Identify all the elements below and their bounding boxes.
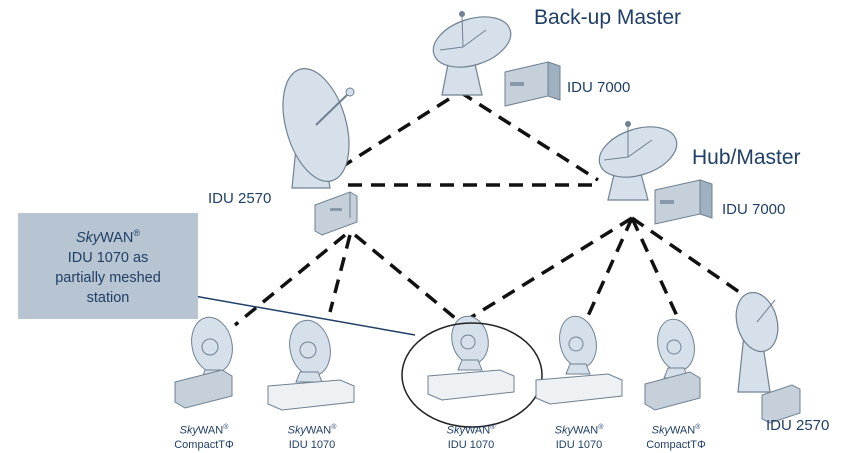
- link-idu2570-station3: [353, 233, 457, 320]
- station-3-label: SkyWAN® IDU 1070: [446, 424, 496, 451]
- link-idu2570-station2: [328, 234, 352, 313]
- backup-master-idu-box: [504, 61, 561, 107]
- hub-master-label: Hub/Master: [692, 146, 801, 169]
- hub-master-antenna: [598, 121, 678, 201]
- backup-idu-label: IDU 7000: [567, 79, 631, 96]
- callout-line-2: IDU 1070 as: [67, 249, 149, 266]
- callout-line-4: station: [86, 289, 130, 306]
- link-lines: [233, 90, 746, 327]
- station-3-antenna: [427, 315, 515, 401]
- callout-box: SkyWAN® IDU 1070 as partially meshed sta…: [18, 213, 198, 319]
- callout-line-3: partially meshed: [55, 269, 161, 286]
- link-hub-idu2570-right: [631, 216, 746, 298]
- callout-arrow: [181, 290, 416, 336]
- station-2-label: SkyWAN® IDU 1070: [287, 424, 337, 451]
- backup-master-label: Back-up Master: [534, 6, 682, 29]
- link-hub-station5: [630, 217, 679, 317]
- idu2570-right-label: IDU 2570: [766, 417, 830, 434]
- hub-master-idu-box: [654, 179, 713, 225]
- link-idu2570-station1: [233, 233, 347, 327]
- idu2570-left-label: IDU 2570: [208, 190, 272, 207]
- station-1-label: SkyWAN® CompactTΦ: [174, 424, 234, 451]
- station-3-highlight-ring: [401, 322, 543, 428]
- station-4-antenna: [535, 315, 623, 405]
- link-hub-station4: [586, 217, 634, 317]
- idu2570-right-box: [761, 384, 801, 424]
- station-4-label: SkyWAN® IDU 1070: [554, 424, 604, 451]
- hub-idu-label: IDU 7000: [722, 201, 786, 218]
- station-1-antenna: [174, 316, 233, 409]
- link-hub-station3: [469, 216, 633, 320]
- station-2-antenna: [267, 319, 355, 411]
- link-idu2570-backup: [339, 90, 461, 170]
- idu2570-left-antenna: [282, 68, 355, 189]
- station-5-label: SkyWAN® CompactTΦ: [646, 424, 706, 451]
- idu2570-left-box: [314, 191, 358, 236]
- station-5-antenna: [644, 318, 701, 411]
- callout-brand: SkyWAN®: [75, 228, 141, 246]
- link-backup-hub: [459, 90, 599, 182]
- backup-master-antenna: [432, 11, 512, 96]
- idu2570-right-antenna: [735, 291, 779, 393]
